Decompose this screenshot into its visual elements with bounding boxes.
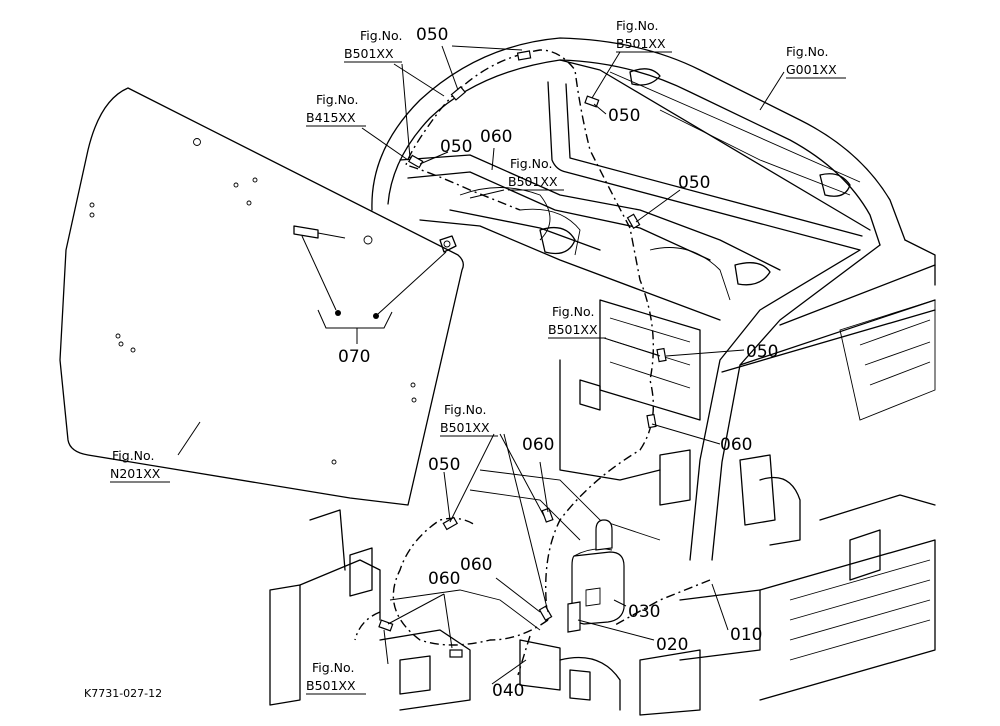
fig-ref-code: B501XX bbox=[306, 678, 356, 693]
part-number-060: 060 bbox=[428, 569, 460, 589]
washer-hose bbox=[354, 49, 711, 676]
washer-nozzle bbox=[293, 225, 457, 344]
cabin-roof-frame bbox=[371, 37, 906, 251]
part-number-060: 060 bbox=[480, 127, 512, 147]
dashboard-structure bbox=[399, 154, 801, 546]
part-number-040: 040 bbox=[492, 681, 524, 701]
fig-ref-label: Fig.No. bbox=[552, 304, 594, 319]
fig-ref-label: Fig.No. bbox=[316, 92, 358, 107]
lower-chassis bbox=[269, 469, 936, 716]
fig-ref-code: B501XX bbox=[440, 420, 490, 435]
part-number-050: 050 bbox=[416, 25, 448, 45]
fig-ref-code: B501XX bbox=[344, 46, 394, 61]
part-number-050: 050 bbox=[678, 173, 710, 193]
part-number-020: 020 bbox=[656, 635, 688, 655]
hose-clips bbox=[378, 50, 667, 658]
figure-references: Fig.No. B501XX Fig.No. B501XX Fig.No. G0… bbox=[110, 18, 846, 695]
fig-ref-label: Fig.No. bbox=[444, 402, 486, 417]
part-number-050: 050 bbox=[746, 342, 778, 362]
fig-ref-code: B501XX bbox=[616, 36, 666, 51]
fig-ref-label: Fig.No. bbox=[360, 28, 402, 43]
part-numbers: 050 050 050 060 050 050 060 060 050 060 … bbox=[338, 25, 778, 701]
fig-ref-label: Fig.No. bbox=[786, 44, 828, 59]
drawing-code: K7731-027-12 bbox=[84, 687, 162, 700]
cabin-pillars bbox=[689, 239, 936, 561]
fig-ref-label: Fig.No. bbox=[312, 660, 354, 675]
fig-ref-code: G001XX bbox=[786, 62, 837, 77]
fig-ref-code: B501XX bbox=[508, 174, 558, 189]
part-number-030: 030 bbox=[628, 602, 660, 622]
fig-ref-label: Fig.No. bbox=[510, 156, 552, 171]
washer-tank bbox=[567, 519, 625, 633]
fig-ref-code: B415XX bbox=[306, 110, 356, 125]
fig-ref-label: Fig.No. bbox=[616, 18, 658, 33]
part-number-050: 050 bbox=[608, 106, 640, 126]
fig-ref-code: B501XX bbox=[548, 322, 598, 337]
leader-lines bbox=[177, 45, 785, 685]
part-number-050: 050 bbox=[440, 137, 472, 157]
fig-ref-code: N201XX bbox=[110, 466, 161, 481]
part-number-050: 050 bbox=[428, 455, 460, 475]
part-number-060: 060 bbox=[720, 435, 752, 455]
fig-ref-label: Fig.No. bbox=[112, 448, 154, 463]
windshield-glass bbox=[59, 87, 464, 506]
part-number-060: 060 bbox=[522, 435, 554, 455]
part-number-010: 010 bbox=[730, 625, 762, 645]
part-number-070: 070 bbox=[338, 347, 370, 367]
part-number-060: 060 bbox=[460, 555, 492, 575]
